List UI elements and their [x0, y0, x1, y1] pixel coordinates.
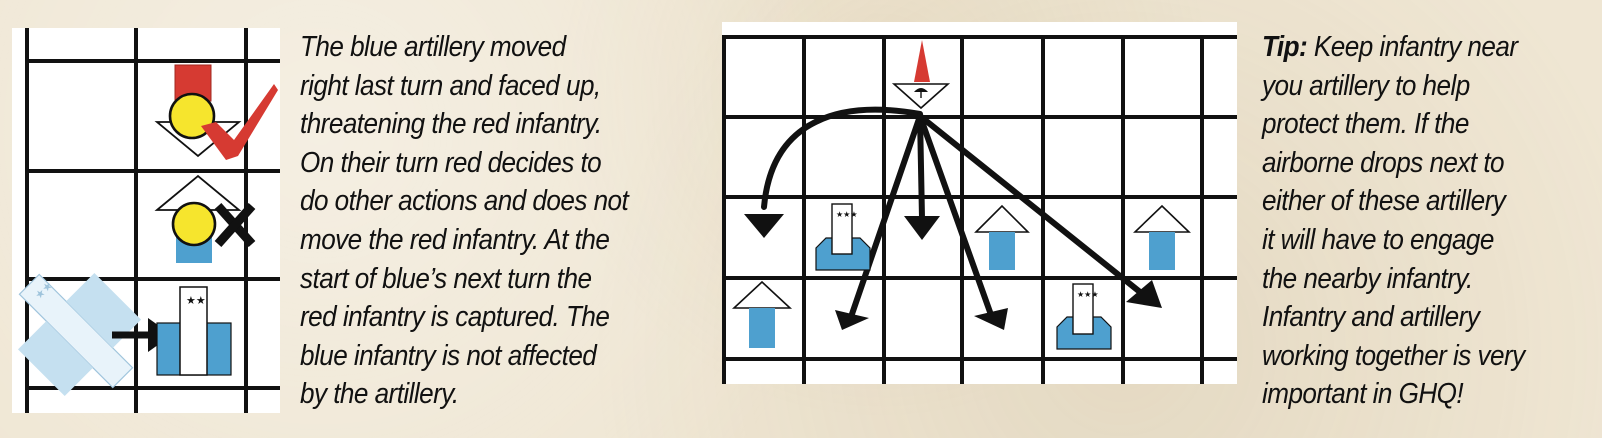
tip-line: protect them. If the — [1262, 108, 1469, 141]
star-icon: ★★★ — [1077, 290, 1099, 299]
move-arrow-icon — [744, 214, 784, 238]
caption-line: blue infantry is not affected — [300, 339, 597, 372]
star-icon: ★★ — [186, 294, 206, 307]
blue-artillery: ★★ — [156, 286, 232, 376]
check-mark-icon — [201, 84, 278, 160]
x-mark-icon — [214, 202, 256, 248]
caption-line: start of blue’s next turn the — [300, 262, 592, 295]
caption-line: do other actions and does not — [300, 185, 629, 218]
caption-line: by the artillery. — [300, 378, 459, 411]
arrow-long-right — [917, 113, 1143, 295]
tip-label: Tip: — [1262, 31, 1308, 63]
tip-line: it will have to engage — [1262, 223, 1494, 256]
caption-line: red infantry is captured. The — [300, 301, 610, 334]
tip-line: important in GHQ! — [1262, 378, 1464, 411]
blue-artillery-2: ★★★ — [1056, 283, 1112, 350]
right-board-graphic: ★★★ ★★★ — [722, 35, 1237, 384]
caption-line: right last turn and faced up, — [300, 69, 601, 102]
caption-line: threatening the red infantry. — [300, 108, 602, 141]
red-airborne-unit — [891, 40, 951, 110]
star-icon: ★★★ — [836, 210, 858, 219]
caption-line: On their turn red decides to — [300, 146, 602, 179]
curved-arrow — [761, 106, 923, 210]
blue-infantry-3 — [731, 280, 793, 348]
ghost-artillery-previous-position: ★★ — [18, 273, 142, 397]
tip-line: either of these artillery — [1262, 185, 1506, 218]
yellow-marker — [171, 201, 217, 247]
caption-line: move the red infantry. At the — [300, 223, 610, 256]
tip-line: Infantry and artillery — [1262, 301, 1480, 334]
tip-first-line: Tip: Keep infantry near — [1262, 28, 1602, 67]
move-arrow-icon — [904, 216, 940, 240]
tip-line: airborne drops next to — [1262, 146, 1505, 179]
tip-line: the nearby infantry. — [1262, 262, 1473, 295]
move-arrow-icon — [1126, 280, 1162, 308]
blue-artillery-1: ★★★ — [815, 203, 871, 271]
move-arrow-icon — [835, 310, 869, 330]
blue-infantry-1 — [974, 204, 1030, 270]
arrow-down-right — [917, 113, 993, 315]
threat-arrows — [761, 106, 1143, 317]
caption-line: The blue artillery moved — [300, 31, 566, 63]
right-game-board: ★★★ ★★★ — [722, 22, 1237, 384]
tip-line: you artillery to help — [1262, 69, 1470, 102]
right-grid — [722, 35, 1237, 384]
arrow-down — [917, 113, 925, 221]
tip-text: Tip: Keep infantry near you artillery to… — [1262, 28, 1602, 414]
tip-first-line-text: Keep infantry near — [1307, 31, 1518, 63]
blue-infantry-2 — [1133, 204, 1191, 270]
move-arrow-icon — [974, 308, 1008, 330]
left-board-graphic: ★★ ★★ — [18, 28, 280, 413]
arrow-heads — [744, 214, 1162, 330]
tip-line: working together is very — [1262, 339, 1525, 372]
left-explanation-text: The blue artillery moved right last turn… — [300, 28, 696, 414]
left-game-board: ★★ ★★ — [12, 28, 280, 413]
arrow-down-left — [849, 113, 923, 317]
